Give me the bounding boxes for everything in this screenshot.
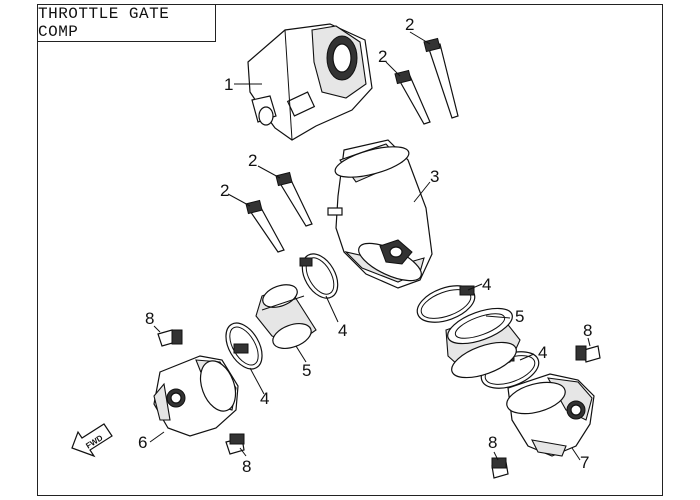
callout-2: 2 bbox=[248, 151, 257, 170]
callout-1: 1 bbox=[224, 75, 233, 94]
part-4-clamp-a bbox=[299, 253, 339, 299]
callout-2: 2 bbox=[405, 15, 414, 34]
callout-2: 2 bbox=[220, 181, 229, 200]
callout-8: 8 bbox=[583, 321, 592, 340]
part-2-bolt-d bbox=[245, 199, 285, 253]
leader-lines bbox=[149, 31, 591, 461]
callout-8: 8 bbox=[488, 433, 497, 452]
callout-2: 2 bbox=[378, 47, 387, 66]
callout-5: 5 bbox=[302, 361, 311, 380]
part-3-intake-elbow bbox=[327, 139, 433, 289]
part-1-throttle-body bbox=[247, 23, 373, 141]
part-8-bolt-b bbox=[575, 345, 601, 363]
callout-7: 7 bbox=[580, 453, 589, 472]
part-5-connector-b bbox=[445, 307, 521, 379]
callout-8: 8 bbox=[145, 309, 154, 328]
callout-4: 4 bbox=[482, 275, 491, 294]
callout-labels: 1 2 2 2 2 3 4 4 4 4 5 5 6 7 8 8 8 8 bbox=[138, 15, 592, 476]
part-2-bolt-a bbox=[423, 37, 459, 119]
title-box: THROTTLE GATE COMP bbox=[37, 4, 216, 42]
part-7-intake-manifold bbox=[506, 373, 595, 457]
part-2-bolt-c bbox=[275, 171, 313, 227]
callout-4: 4 bbox=[338, 321, 347, 340]
diagram-title: THROTTLE GATE COMP bbox=[38, 5, 170, 41]
part-8-bolt-d bbox=[491, 457, 509, 479]
fwd-arrow-icon: FWD bbox=[71, 423, 113, 458]
callout-6: 6 bbox=[138, 433, 147, 452]
part-4-clamp-b bbox=[225, 322, 263, 370]
part-5-connector-a bbox=[255, 284, 317, 349]
callout-5: 5 bbox=[515, 307, 524, 326]
callout-3: 3 bbox=[430, 167, 439, 186]
part-6-intake-manifold bbox=[153, 355, 239, 437]
part-4-clamp-c bbox=[416, 285, 476, 323]
part-8-bolt-a bbox=[157, 329, 183, 347]
part-8-bolt-c bbox=[225, 433, 245, 455]
diagram-frame bbox=[37, 4, 663, 496]
callout-8: 8 bbox=[242, 457, 251, 476]
callout-4: 4 bbox=[538, 343, 547, 362]
part-2-bolt-b bbox=[394, 69, 431, 125]
callout-4: 4 bbox=[260, 389, 269, 408]
